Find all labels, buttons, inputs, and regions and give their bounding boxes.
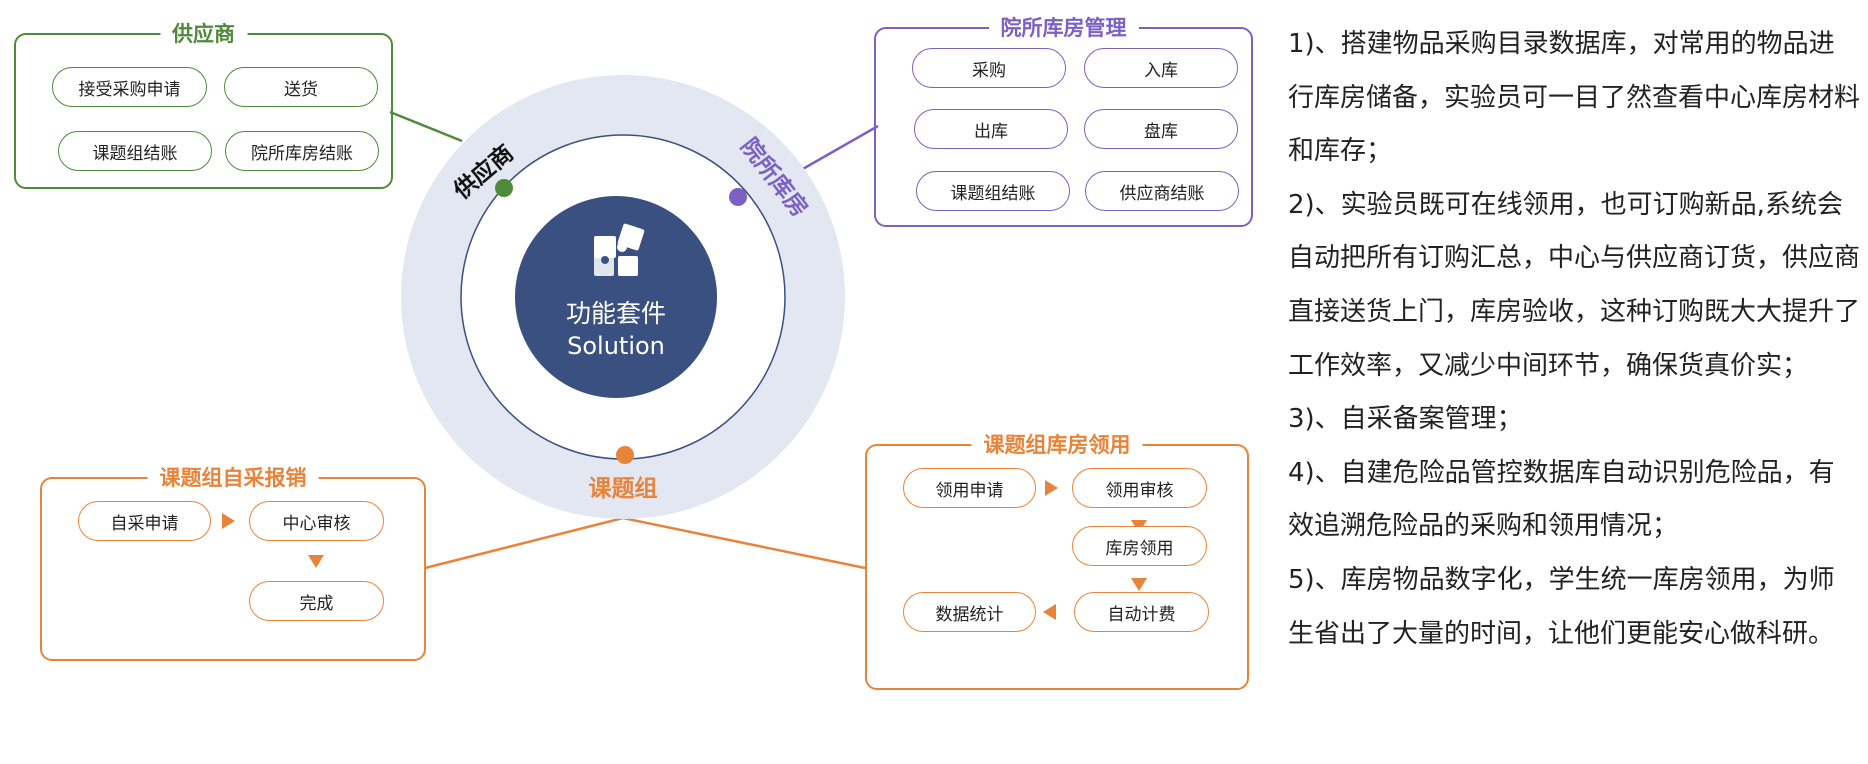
institute-item-stock-in[interactable]: 入库 <box>1084 48 1238 88</box>
arrow-left-icon <box>1043 604 1056 620</box>
group-store-box: 课题组库房领用 领用申请 领用审核 库房领用 自动计费 数据统计 <box>865 429 1249 690</box>
institute-item-inventory[interactable]: 盘库 <box>1084 109 1238 149</box>
dot-group <box>616 446 634 464</box>
group-store-statistics[interactable]: 数据统计 <box>903 592 1036 632</box>
self-purchase-box-title: 课题组自采报销 <box>147 462 319 492</box>
arrow-down-icon <box>308 555 324 568</box>
group-store-box-title: 课题组库房领用 <box>971 429 1143 459</box>
connector-group <box>424 516 866 570</box>
self-purchase-complete[interactable]: 完成 <box>249 581 384 621</box>
institute-item-supplier-settle[interactable]: 供应商结账 <box>1085 171 1239 211</box>
description-item: 1)、搭建物品采购目录数据库，对常用的物品进行库房储备，实验员可一目了然查看中心… <box>1288 29 1861 167</box>
self-purchase-apply[interactable]: 自采申请 <box>78 501 211 541</box>
center-disc <box>515 196 717 398</box>
group-store-withdraw[interactable]: 库房领用 <box>1072 526 1207 566</box>
arrow-right-icon <box>222 513 235 529</box>
dot-supplier <box>495 179 513 197</box>
center-subtitle: Solution <box>567 332 665 360</box>
institute-item-purchase[interactable]: 采购 <box>912 48 1066 88</box>
self-purchase-box: 课题组自采报销 自采申请 中心审核 完成 <box>40 462 426 661</box>
group-store-review[interactable]: 领用审核 <box>1072 468 1207 508</box>
center-title: 功能套件 <box>566 299 666 328</box>
connector-supplier <box>389 110 463 143</box>
ring-label-group: 课题组 <box>589 475 658 502</box>
description-item: 5)、库房物品数字化，学生统一库房领用，为师生省出了大量的时间，让他们更能安心做… <box>1288 564 1835 649</box>
dot-institute <box>729 188 747 206</box>
supplier-item-accept-request[interactable]: 接受采购申请 <box>52 67 207 107</box>
institute-item-stock-out[interactable]: 出库 <box>914 109 1068 149</box>
institute-store-box: 院所库房管理 采购 入库 出库 盘库 课题组结账 供应商结账 <box>874 12 1253 227</box>
group-store-billing[interactable]: 自动计费 <box>1074 592 1209 632</box>
institute-box-title: 院所库房管理 <box>988 12 1139 42</box>
supplier-item-group-settle[interactable]: 课题组结账 <box>58 131 212 171</box>
supplier-box: 供应商 接受采购申请 送货 课题组结账 院所库房结账 <box>14 18 393 189</box>
self-purchase-center-review[interactable]: 中心审核 <box>249 501 384 541</box>
description-item: 3)、自采备案管理； <box>1288 404 1523 435</box>
description-panel: 1)、搭建物品采购目录数据库，对常用的物品进行库房储备，实验员可一目了然查看中心… <box>1288 18 1860 661</box>
group-store-apply[interactable]: 领用申请 <box>903 468 1036 508</box>
description-item: 2)、实验员既可在线领用，也可订购新品,系统会自动把所有订购汇总，中心与供应商订… <box>1288 189 1861 381</box>
description-item: 4)、自建危险品管控数据库自动识别危险品，有效追溯危险品的采购和领用情况； <box>1288 457 1835 542</box>
arrow-right-icon <box>1045 480 1058 496</box>
supplier-item-delivery[interactable]: 送货 <box>224 67 378 107</box>
connector-institute <box>800 124 879 172</box>
supplier-box-title: 供应商 <box>160 18 247 48</box>
arrow-down-icon <box>1131 578 1147 591</box>
puzzle-icon <box>594 223 645 276</box>
supplier-item-institute-settle[interactable]: 院所库房结账 <box>225 131 379 171</box>
institute-item-group-settle[interactable]: 课题组结账 <box>916 171 1070 211</box>
